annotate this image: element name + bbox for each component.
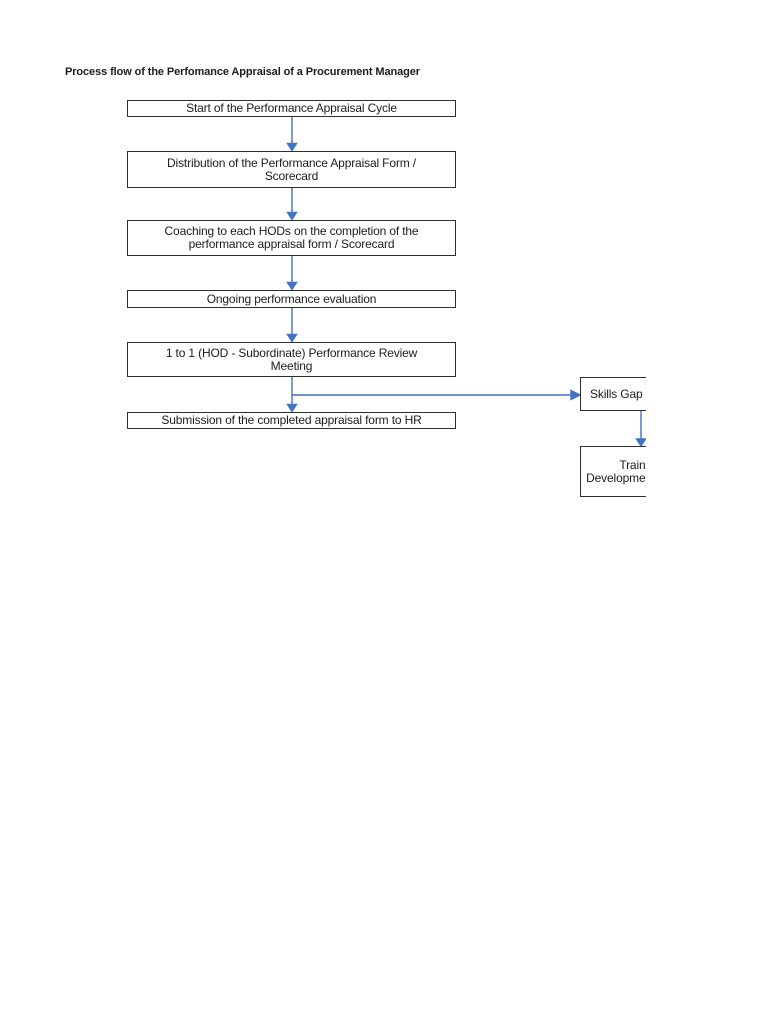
node-review-meeting-label-line1: 1 to 1 (HOD - Subordinate) Performance R…: [165, 345, 418, 360]
node-skills-gap-label: Skills Gap: [590, 386, 643, 401]
node-coaching-label-line2: performance appraisal form / Scorecard: [188, 237, 395, 251]
arrowhead-distribution: [286, 142, 298, 152]
node-distribution-label-line2: Scorecard: [264, 168, 319, 183]
arrowhead-review: [286, 333, 298, 343]
node-review-meeting-label-line2: Meeting: [270, 358, 313, 373]
node-submission-label: Submission of the completed appraisal fo…: [161, 413, 422, 427]
node-ongoing-evaluation: Ongoing performance evaluation: [127, 290, 456, 308]
flow-connectors: [286, 117, 646, 448]
node-training-development-label-line1: Train: [619, 457, 646, 472]
arrowhead-training: [635, 438, 646, 448]
arrowhead-skills-gap: [570, 389, 582, 401]
node-start: Start of the Performance Appraisal Cycle: [127, 100, 456, 117]
arrowhead-ongoing: [286, 281, 298, 291]
arrowhead-submission: [286, 403, 298, 413]
node-coaching: Coaching to each HODs on the completion …: [127, 220, 456, 256]
node-ongoing-evaluation-label: Ongoing performance evaluation: [206, 291, 377, 306]
node-skills-gap: Skills Gap: [580, 377, 646, 411]
node-submission: Submission of the completed appraisal fo…: [127, 412, 456, 429]
node-coaching-label-line1: Coaching to each HODs on the completion …: [164, 224, 419, 238]
node-start-label: Start of the Performance Appraisal Cycle: [186, 101, 397, 115]
page-title: Process flow of the Perfomance Appraisal…: [65, 66, 420, 78]
node-training-development-label-line2: Developme: [586, 470, 646, 485]
node-review-meeting: 1 to 1 (HOD - Subordinate) Performance R…: [127, 342, 456, 377]
flowchart-canvas: Start of the Performance Appraisal Cycle…: [0, 0, 646, 540]
arrowhead-coaching: [286, 211, 298, 221]
node-distribution-label-line1: Distribution of the Performance Appraisa…: [167, 155, 416, 170]
node-distribution: Distribution of the Performance Appraisa…: [127, 151, 456, 188]
node-training-development: Train Developme: [580, 446, 646, 497]
